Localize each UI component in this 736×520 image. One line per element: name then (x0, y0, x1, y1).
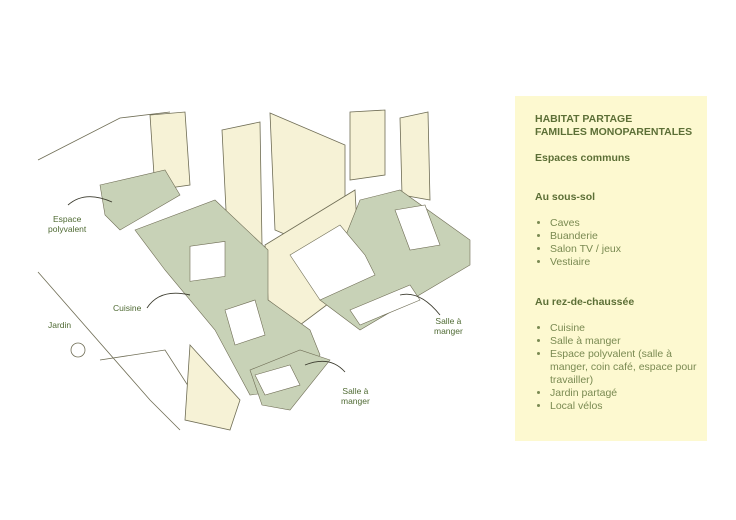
panel-title-line1: HABITAT PARTAGE (535, 113, 633, 125)
label-espace-polyvalent: Espace polyvalent (48, 214, 86, 234)
label-line: polyvalent (48, 224, 87, 234)
bike-room (184, 344, 241, 431)
panel-title-line2: FAMILLES MONOPARENTALES (535, 126, 693, 138)
arrow-salle-bottom (304, 360, 346, 373)
label-salle-a-manger-right: Salle à manger (434, 316, 463, 336)
label-jardin: Jardin (48, 320, 72, 330)
list-item: Vestiaire (550, 256, 707, 269)
wall-block (149, 111, 191, 191)
kitchen-island (189, 241, 226, 282)
tree-icon (70, 342, 86, 358)
list-item: Espace polyvalent (salle à manger, coin … (550, 348, 700, 387)
arrow-espace (67, 196, 113, 206)
staircase (289, 224, 376, 301)
floor-cuisine (134, 199, 321, 396)
garden-path-edge (37, 271, 181, 431)
list-item: Buanderie (550, 230, 707, 243)
label-line: Salle à (342, 386, 369, 396)
section-heading-rez-de-chaussee: Au rez-de-chaussée (535, 296, 635, 308)
wall-block (349, 109, 386, 181)
list-item: Caves (550, 217, 707, 230)
list-item: Cuisine (550, 322, 700, 335)
dining-table (394, 204, 441, 251)
list-item: Jardin partagé (550, 387, 700, 400)
list-item: Local vélos (550, 400, 700, 413)
label-line: Salle à (435, 316, 462, 326)
label-line: manger (341, 396, 370, 406)
dining-table (349, 284, 421, 326)
label-cuisine: Cuisine (113, 303, 142, 313)
garden-boundary (37, 111, 171, 161)
list-item: Salle à manger (550, 335, 700, 348)
floor-espace-polyvalent (99, 169, 181, 231)
panel-subtitle: Espaces communs (535, 152, 631, 164)
dining-table (254, 364, 301, 396)
arrow-salle-right (399, 293, 441, 316)
info-panel: HABITAT PARTAGE FAMILLES MONOPARENTALES … (515, 96, 707, 441)
label-line: Espace (52, 214, 82, 224)
list-rez-de-chaussee: Cuisine Salle à manger Espace polyvalent… (535, 322, 700, 413)
label-salle-a-manger-bottom: Salle à manger (341, 386, 370, 406)
section-heading-sous-sol: Au sous-sol (535, 191, 596, 203)
label-line: manger (434, 326, 463, 336)
list-item: Salon TV / jeux (550, 243, 707, 256)
list-sous-sol: Caves Buanderie Salon TV / jeux Vestiair… (535, 217, 707, 269)
wall-block (399, 111, 431, 201)
arrow-cuisine (146, 292, 191, 309)
dining-table (224, 299, 266, 346)
